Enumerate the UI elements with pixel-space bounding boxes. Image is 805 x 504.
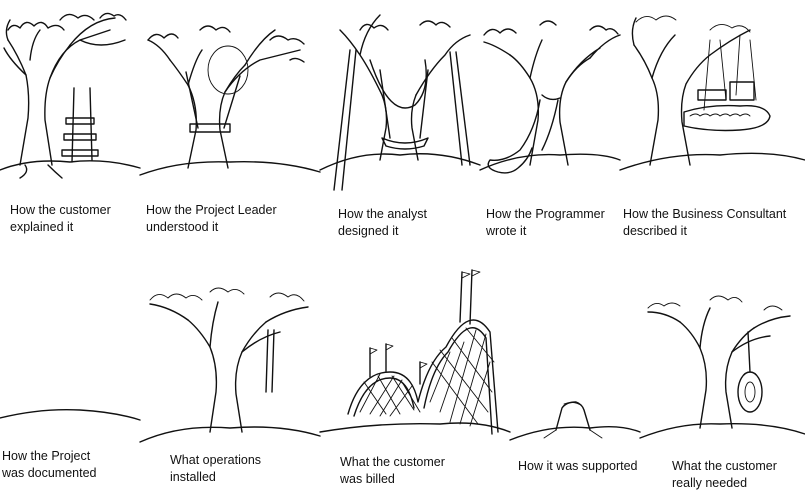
caption-line-2: really needed	[672, 476, 748, 490]
panel-analyst-designed: How the analyst designed it	[319, 0, 481, 250]
caption-line-2: understood it	[146, 220, 219, 234]
caption-line-1: How the analyst	[338, 207, 427, 221]
tree-rope-only-drawing	[139, 287, 321, 443]
caption-line-1: What the customer	[340, 455, 445, 469]
tree-stump-drawing	[509, 401, 641, 441]
caption-line-1: How the Project	[2, 449, 91, 463]
panel-business-consultant-described: How the Business Consultant described it	[619, 0, 805, 250]
panel-project-leader-understood: How the Project Leader understood it	[139, 0, 321, 250]
tree-tire-swing-drawing	[639, 295, 805, 439]
caption-line-1: What operations	[170, 453, 262, 467]
tree-fallen-swing-drawing	[479, 20, 621, 174]
tree-swing-around-trunk-drawing	[139, 25, 321, 176]
caption-line-2: was documented	[2, 466, 97, 480]
caption-line-1: How the Project Leader	[146, 203, 277, 217]
tree-elaborate-swing-drawing	[619, 15, 805, 171]
panel-supported: How it was supported	[509, 252, 641, 504]
panel-project-documented: How the Project was documented	[0, 252, 141, 504]
tree-propped-swing-drawing	[319, 14, 481, 191]
panel-customer-really-needed: What the customer really needed	[639, 252, 805, 504]
panel-programmer-wrote: How the Programmer wrote it	[479, 0, 621, 250]
caption-line-1: How the customer	[10, 203, 111, 217]
caption-line-2: designed it	[338, 224, 399, 238]
caption-line-2: explained it	[10, 220, 74, 234]
caption-line-2: was billed	[340, 472, 395, 486]
caption-line-1: What the customer	[672, 459, 777, 473]
empty-hill-drawing	[0, 409, 141, 421]
caption-line-1: How the Programmer	[486, 207, 605, 221]
panel-operations-installed: What operations installed	[139, 252, 321, 504]
caption-line-2: wrote it	[486, 224, 527, 238]
panel-customer-billed: What the customer was billed	[319, 252, 511, 504]
caption-line-1: How the Business Consultant	[623, 207, 787, 221]
panel-customer-explained: How the customer explained it	[0, 0, 141, 250]
tree-three-seat-swing-drawing	[0, 12, 141, 179]
caption-line-2: installed	[170, 470, 216, 484]
caption-line-1: How it was supported	[518, 459, 638, 473]
roller-coaster-drawing	[319, 269, 511, 435]
caption-line-2: described it	[623, 224, 687, 238]
